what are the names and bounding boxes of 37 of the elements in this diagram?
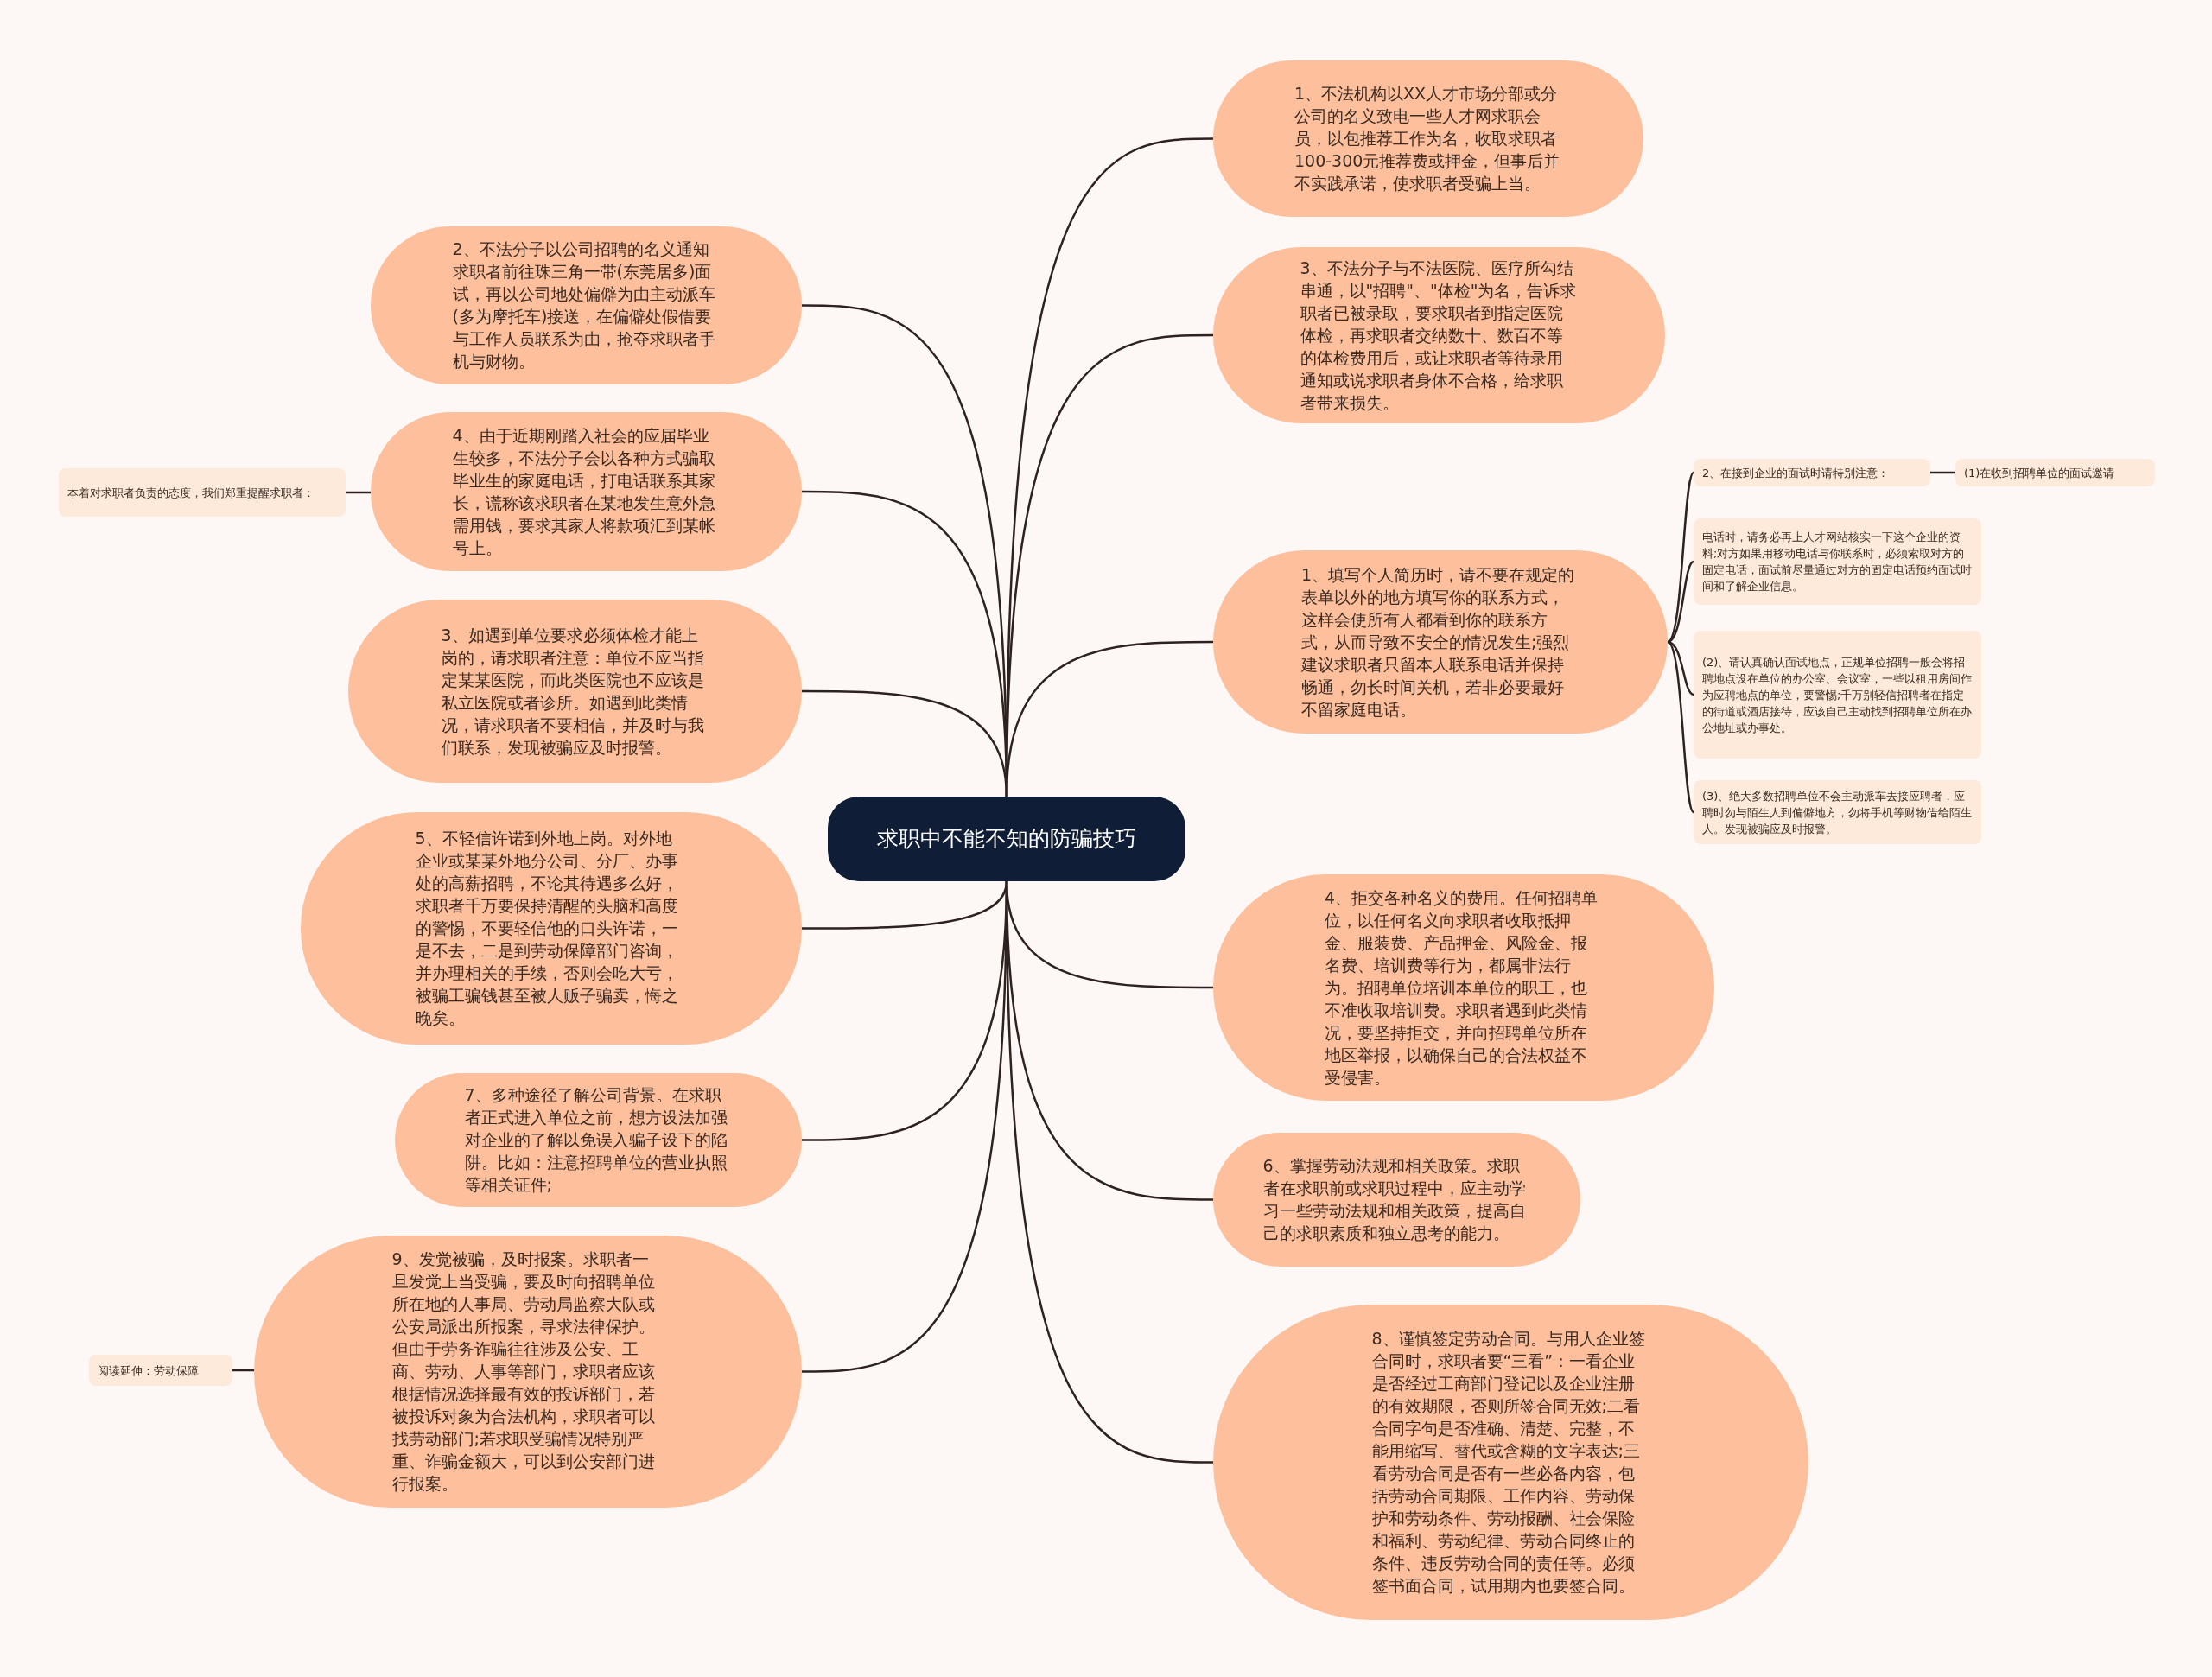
topic-text: 7、多种途径了解公司背景。在求职者正式进入单位之前，想方设法加强对企业的了解以免误入骗子设下的陷阱。比如：注意招聘单位的营业执照等相关证件; xyxy=(464,1084,728,1196)
topic-text: (1)在收到招聘单位的面试邀请 xyxy=(1964,465,2115,481)
topic-text: 4、由于近期刚踏入社会的应届毕业生较多，不法分子会以各种方式骗取毕业生的家庭电话，打电话联系其家长，谎称该求职者在某地发生意外急需用钱，要求其家人将款项汇到某帐号上。 xyxy=(452,425,716,559)
note-card xyxy=(89,1355,232,1386)
connector-line xyxy=(346,491,371,494)
connector-line xyxy=(1667,641,1694,813)
topic-text: 4、拒交各种名义的费用。任何招聘单位，以任何名义向求职者收取抵押金、服装费、产品押金、风险金、报名费、培训费等行为，都属非法行为。招聘单位培训本单位的职工，也不准收取培训费。求职者遇到此类情况，要坚持拒交，并向招聘单位所在地区举报，以确保自己的合法权益不受侵害。 xyxy=(1325,887,1599,1089)
topic-text: 6、掌握劳动法规和相关政策。求职者在求职前或求职过程中，应主动学习一些劳动法规和相关政策，提高自己的求职素质和独立思考的能力。 xyxy=(1262,1155,1527,1244)
note-card xyxy=(59,468,346,517)
topic-text: 9、发觉被骗，及时报案。求职者一旦发觉上当受骗，要及时向招聘单位所在地的人事局、劳动局监察大队或公安局派出所报案，寻求法律保护。但由于劳务诈骗往往涉及公安、工商、劳动、人事等部门，求职者应该根据情况选择最有效的投诉部门，若被投诉对象为合法机构，求职者可以找劳动部门;若求职受骗情况特别严重、诈骗金额大，可以到公安部门进行报案。 xyxy=(391,1248,656,1495)
topic-text: 1、不法机构以XX人才市场分部或分公司的名义致电一些人才网求职会员，以包推荐工作为名，收取求职者100-300元推荐费或押金，但事后并不实践承诺，使求职者受骗上当。 xyxy=(1294,83,1561,194)
connector-line xyxy=(802,880,1008,1373)
connector-line xyxy=(1667,640,1694,696)
note-card xyxy=(1694,780,1981,844)
connector-line xyxy=(232,1369,254,1372)
topic-text: 8、谨慎签定劳动合同。与用人企业签合同时，求职者要“三看”：一看企业是否经过工商部门登记以及企业注册的有效期限，否则所签合同无效;二看合同字句是否准确、清楚、完整，不能用缩写、替代或含糊的文字表达;三看劳动合同是否有一些必备内容，包括劳动合同期限、工作内容、劳动保护和劳动条件、劳动报酬、社会保险和福利、劳动纪律、劳动合同终止的条件、违反劳动合同的责任等。必须签书面合同，试用期内也要签合同。 xyxy=(1371,1328,1646,1597)
topic-text: 本着对求职者负责的态度，我们郑重提醒求职者： xyxy=(67,485,315,501)
topic-text: 5、不轻信许诺到外地上岗。对外地企业或某某外地分公司、分厂、办事处的高薪招聘，不论其待遇多么好，求职者千万要保持清醒的头脑和高度的警惕，不要轻信他的口头许诺，一是不去，二是到劳动保障部门咨询，并办理相关的手续，否则会吃大亏，被骗工骗钱甚至被人贩子骗卖，悔之晚矣。 xyxy=(415,828,679,1029)
connector-line xyxy=(1667,472,1694,643)
topic-text: 1、填写个人简历时，请不要在规定的表单以外的地方填写你的联系方式，这样会使所有人都看到你的联系方式，从而导致不安全的情况发生;强烈建议求职者只留本人联系电话并保持畅通，勿长时间关机，若非必要最好不留家庭电话。 xyxy=(1301,564,1576,721)
topic-text: 2、在接到企业的面试时请特别注意： xyxy=(1702,465,1890,481)
topic-text: (2)、请认真确认面试地点，正规单位招聘一般会将招聘地点设在单位的办公室、会议室，一些以租用房间作为应聘地点的单位，要警惕;千万别轻信招聘者在指定的街道或酒店接待，应该自己主动找到招聘单位所在办公地址或办事处。 xyxy=(1702,654,1973,736)
topic-text: 阅读延伸：劳动保障 xyxy=(98,1363,199,1379)
topic-text: 2、不法分子以公司招聘的名义通知求职者前往珠三角一带(东莞居多)面试，再以公司地处偏僻为由主动派车(多为摩托车)接送，在偏僻处假借要与工作人员联系为由，抢夺求职者手机与财物。 xyxy=(452,238,716,372)
topic-text: 3、不法分子与不法医院、医疗所勾结串通，以"招聘"、"体检"为名，告诉求职者已被录取，要求职者到指定医院体检，再求职者交纳数十、数百不等的体检费用后，或让求职者等待录用通知或说求职者身体不合格，给求职者带来损失。 xyxy=(1300,257,1578,414)
connector-line xyxy=(802,689,1008,797)
note-card xyxy=(1694,631,1981,759)
note-card xyxy=(1955,459,2155,486)
connector-line xyxy=(1930,471,1955,474)
topic-text: 电话时，请务必再上人才网站核实一下这个企业的资料;对方如果用移动电话与你联系时，必须索取对方的固定电话，面试前尽量通过对方的固定电话预约面试时间和了解企业信息。 xyxy=(1702,530,1973,594)
central-topic xyxy=(828,797,1185,881)
topic-title: 求职中不能不知的防骗技巧 xyxy=(877,825,1136,853)
topic-text: (3)、绝大多数招聘单位不会主动派车去接应聘者，应聘时勿与陌生人到偏僻地方，勿将手机等财物借给陌生人。发现被骗应及时报警。 xyxy=(1702,788,1973,837)
note-card xyxy=(1694,518,1981,605)
topic-text: 3、如遇到单位要求必须体检才能上岗的，请求职者注意：单位不应当指定某某医院，而此类医院也不应该是私立医院或者诊所。如遇到此类情况，请求职者不要相信，并及时与我们联系，发现被骗应及时报警。 xyxy=(441,625,705,759)
note-card xyxy=(1694,459,1930,486)
connector-line xyxy=(1667,560,1694,644)
